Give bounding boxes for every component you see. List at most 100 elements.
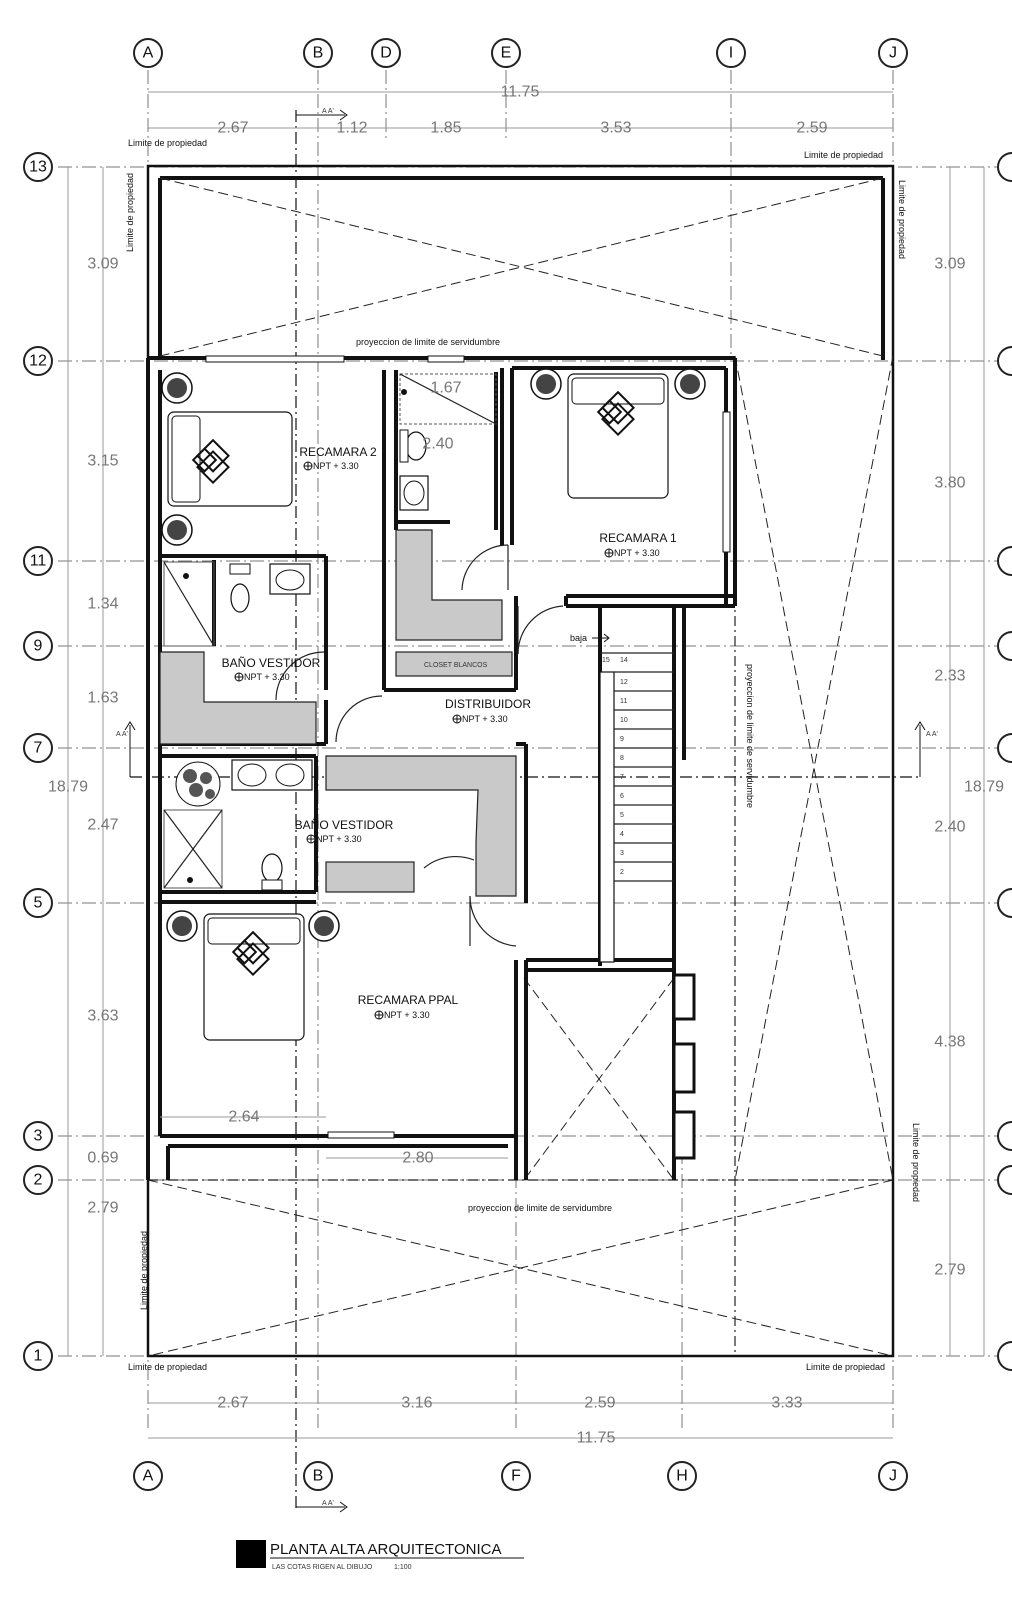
- dim-bottom-segment: 2.59: [584, 1395, 615, 1412]
- stair-step-number: 2: [620, 869, 624, 876]
- stair-step-number: 11: [620, 698, 627, 705]
- dim-left-segment: 3.15: [87, 453, 118, 470]
- grid-bubbles-top: A B D E I J: [133, 38, 908, 68]
- dim-top-segment: 1.12: [336, 120, 367, 137]
- bed-recamara-ppal: [166, 910, 340, 1041]
- servidumbre-label: proyeccion de limite de servidumbre: [468, 1203, 612, 1213]
- section-label: A A': [926, 731, 938, 738]
- property-limit-label: Limite de propiedad: [911, 1123, 921, 1202]
- stair-step-number: 12: [620, 679, 628, 686]
- grid-bubble-label: A: [143, 1468, 154, 1485]
- stair-step-number: 6: [620, 793, 624, 800]
- stair-step-number: 14: [620, 657, 628, 664]
- dim-bottom-segment: 2.67: [217, 1395, 248, 1412]
- bath-dim: 1.67: [430, 380, 461, 397]
- dim-left-segment: 0.69: [87, 1150, 118, 1167]
- drawing-subtitle: LAS COTAS RIGEN AL DIBUJO: [272, 1564, 373, 1571]
- section-label: A A': [322, 1500, 334, 1507]
- closet-label: CLOSET BLANCOS: [424, 662, 488, 669]
- grid-bubble-label: I: [729, 45, 733, 62]
- grid-bubble-label: B: [313, 1468, 324, 1485]
- grid-bubble-label: 5: [34, 895, 43, 912]
- stair-step-number: 5: [620, 812, 624, 819]
- grid-bubbles-right: [997, 152, 1012, 1371]
- room-name: RECAMARA 1: [599, 531, 677, 545]
- doors: [275, 544, 564, 947]
- dim-top-segment: 1.85: [430, 120, 461, 137]
- grid-bubble-label: 12: [29, 353, 47, 370]
- room-name: BAÑO VESTIDOR: [295, 818, 394, 832]
- grid-bubbles-left: 13 12 11 9 7 5 3 2 1: [23, 152, 53, 1371]
- dim-right-segment: 3.80: [934, 475, 965, 492]
- dim-bottom-segment: 3.16: [401, 1395, 432, 1412]
- grid-bubble-label: D: [380, 45, 392, 62]
- bed-recamara-1: [530, 368, 706, 499]
- dim-left-segment: 3.09: [87, 256, 118, 273]
- dim-right-segment: 4.38: [934, 1034, 965, 1051]
- stair-step-number: 9: [620, 736, 624, 743]
- closets: CLOSET BLANCOS: [159, 529, 517, 897]
- stair-step-number: 7: [620, 774, 624, 781]
- dim-left-total: 18.79: [48, 779, 88, 796]
- stair-step-number: 15: [602, 657, 610, 664]
- grid-bubble-label: E: [501, 45, 512, 62]
- servidumbre-label: proyeccion de limite de servidumbre: [356, 337, 500, 347]
- stair-step-number: 8: [620, 755, 624, 762]
- dim-left-segment: 1.63: [87, 690, 118, 707]
- room-name: BAÑO VESTIDOR: [222, 656, 321, 670]
- room-level: NPT + 3.30: [316, 834, 362, 844]
- room-name: RECAMARA PPAL: [358, 993, 459, 1007]
- grid-bubble-label: H: [676, 1468, 688, 1485]
- interior-dim: 2.80: [402, 1150, 433, 1167]
- grid-bubbles-bottom: A B F H J: [133, 1461, 908, 1491]
- stair-step-number: 4: [620, 831, 624, 838]
- drawing-scale: 1:100: [394, 1564, 412, 1571]
- room-level: NPT + 3.30: [313, 461, 359, 471]
- dim-bottom-total: 11.75: [577, 1430, 616, 1447]
- dim-left-segment: 2.47: [87, 817, 118, 834]
- grid-bubble-label: 7: [34, 740, 43, 757]
- dim-right-segment: 2.33: [934, 668, 965, 685]
- section-label: A A': [116, 731, 128, 738]
- dimension-lines: [67, 91, 985, 1439]
- section-cut-line: A A' A A' A A' A A': [116, 108, 938, 1513]
- dim-left-segment: 2.79: [87, 1200, 118, 1217]
- section-label: A A': [322, 108, 334, 115]
- room-level: NPT + 3.30: [244, 672, 290, 682]
- room-labels: RECAMARA 2 NPT + 3.30 RECAMARA 1 NPT + 3…: [222, 445, 677, 1020]
- dim-top-segment: 3.53: [600, 120, 631, 137]
- grid-bubble-label: J: [889, 45, 897, 62]
- bath-fixtures: 1.67 2.40: [163, 373, 497, 891]
- room-level: NPT + 3.30: [384, 1010, 430, 1020]
- grid-bubble-label: 3: [34, 1128, 43, 1145]
- interior-dim: 2.64: [228, 1109, 259, 1126]
- room-name: DISTRIBUIDOR: [445, 697, 531, 711]
- dim-right-segment: 2.79: [934, 1262, 965, 1279]
- dim-right-total: 18.79: [964, 779, 1004, 796]
- dim-top-segment: 2.67: [217, 120, 248, 137]
- grid-bubble-label: J: [889, 1468, 897, 1485]
- bed-recamara-2: [161, 372, 293, 546]
- annotations: Limite de propiedad Limite de propiedad …: [125, 138, 921, 1372]
- grid-bubble-label: A: [143, 45, 154, 62]
- room-name: RECAMARA 2: [299, 445, 377, 459]
- stair-step-number: 10: [620, 717, 628, 724]
- grid-bubble-label: 9: [34, 638, 43, 655]
- grid-bubble-label: B: [313, 45, 324, 62]
- stair-step-number: 3: [620, 850, 624, 857]
- grid-bubble-label: 1: [34, 1348, 43, 1365]
- property-limit-label: Limite de propiedad: [806, 1362, 885, 1372]
- property-limit-label: Limite de propiedad: [897, 180, 907, 259]
- grid-lines: [58, 70, 1012, 1430]
- dim-right-segment: 2.40: [934, 819, 965, 836]
- dim-bottom-segment: 3.33: [771, 1395, 802, 1412]
- property-limit-label: Limite de propiedad: [139, 1231, 149, 1310]
- windows: [205, 355, 731, 1139]
- level-markers: [234, 461, 614, 1020]
- property-limit-label: Limite de propiedad: [128, 1362, 207, 1372]
- grid-bubble-label: 13: [29, 159, 47, 176]
- room-level: NPT + 3.30: [614, 548, 660, 558]
- property-limit-label: Limite de propiedad: [125, 173, 135, 252]
- grid-bubble-label: 11: [30, 553, 47, 570]
- stairs: 15 14 12 11 10 9 8 7 6 5 4 3 2 baja: [570, 633, 674, 963]
